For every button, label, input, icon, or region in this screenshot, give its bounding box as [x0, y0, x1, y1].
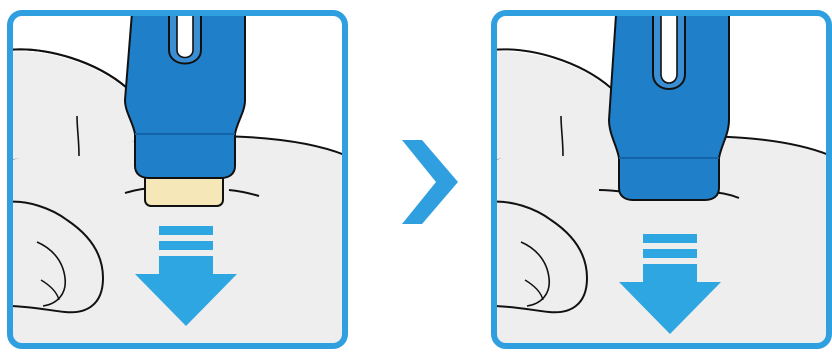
step-2-illustration	[491, 10, 832, 349]
step-2-panel	[491, 10, 832, 349]
chevron-right-icon	[396, 140, 460, 224]
step-1-illustration	[7, 10, 348, 349]
step-1-panel	[7, 10, 348, 349]
